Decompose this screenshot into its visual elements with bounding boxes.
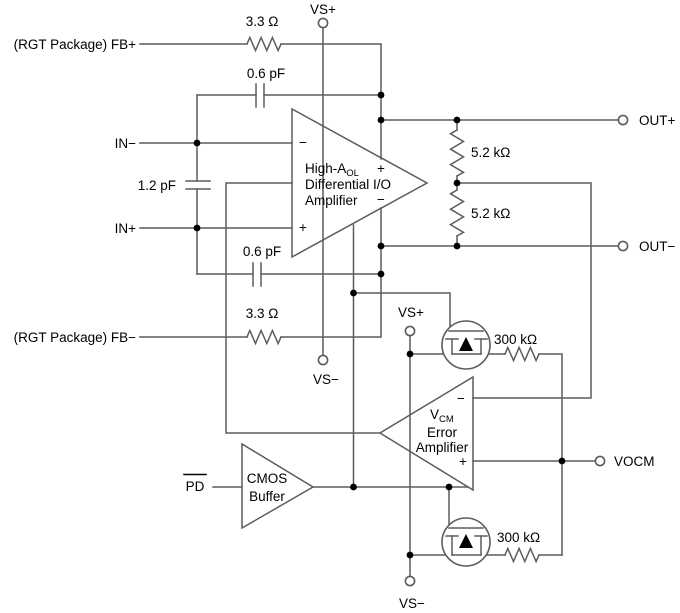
resistor-divider-bottom-value: 5.2 kΩ: [471, 206, 510, 221]
mosfet-bottom-arrow-icon: [459, 534, 473, 548]
vcm-amp-title-line2: Error: [427, 425, 458, 440]
out-plus-label: OUT+: [639, 113, 675, 128]
midpoint-feedback-wire: [456, 182, 592, 399]
resistor-vocm-top: [504, 345, 540, 363]
main-amp-output-minus-sign: −: [377, 192, 385, 207]
cmos-buffer-triangle: [241, 442, 315, 530]
vs-plus-vcm-label: VS+: [398, 305, 424, 320]
vs-minus-main-label: VS−: [313, 372, 339, 387]
vs-minus-bottom-terminal: [404, 575, 416, 587]
cmos-buffer-line1: CMOS: [247, 471, 288, 486]
main-amp-input-plus-sign: +: [299, 220, 307, 235]
vs-plus-top-terminal: [317, 17, 329, 29]
text-labels: (RGT Package) FB+ 3.3 Ω VS+ 0.6 pF IN− 1…: [14, 2, 676, 611]
resistor-fb-plus-value: 3.3 Ω: [246, 14, 279, 29]
in-minus-label: IN−: [115, 136, 137, 151]
out-minus-terminal: [617, 240, 629, 252]
main-amp-title-line2: Differential I/O: [305, 177, 391, 192]
in-plus-label: IN+: [115, 221, 137, 236]
capacitor-fb-plus: [255, 83, 265, 108]
capacitor-fb-minus: [252, 262, 262, 287]
cmos-buffer-line2: Buffer: [249, 489, 285, 504]
fb-plus-label: (RGT Package) FB+: [14, 37, 137, 52]
resistors: [246, 35, 540, 564]
out-minus-label: OUT−: [639, 239, 675, 254]
resistor-fb-minus: [246, 328, 282, 346]
powerdown-net: [212, 224, 469, 529]
vcm-amp-minus-sign: −: [457, 391, 465, 406]
resistor-vocm-top-value: 300 kΩ: [494, 332, 537, 347]
resistor-divider-top: [449, 128, 465, 178]
vocm-label: VOCM: [614, 454, 655, 469]
capacitor-fb-plus-value: 0.6 pF: [247, 66, 285, 81]
fb-minus-label: (RGT Package) FB−: [14, 330, 137, 345]
resistor-divider-bottom: [449, 188, 465, 238]
resistor-vocm-bottom: [504, 546, 540, 564]
mosfet-bottom: [441, 517, 491, 567]
terminals: [317, 17, 629, 587]
mosfet-top-arrow-icon: [459, 337, 473, 351]
main-amp-title-line3: Amplifier: [305, 193, 358, 208]
resistor-vocm-bottom-value: 300 kΩ: [497, 530, 540, 545]
vcm-error-amplifier-triangle: [378, 375, 474, 492]
amplifier-blocks: [241, 107, 474, 530]
resistor-fb-plus: [246, 35, 282, 53]
resistor-fb-minus-value: 3.3 Ω: [246, 306, 279, 321]
vs-plus-vcm-terminal: [404, 325, 416, 337]
out-plus-terminal: [617, 114, 629, 126]
resistor-divider-top-value: 5.2 kΩ: [471, 145, 510, 160]
vcm-amp-title-line1: VCM: [430, 407, 454, 425]
vs-plus-top-label: VS+: [310, 2, 336, 17]
vcm-amp-title-line3: Amplifier: [416, 440, 469, 455]
fb-minus-net: [139, 207, 382, 338]
vs-minus-bottom-label: VS−: [399, 596, 425, 611]
main-amp-output-plus-sign: +: [377, 161, 385, 176]
main-amp-title-line1: High-AOL: [305, 161, 359, 179]
capacitor-input-value: 1.2 pF: [138, 178, 176, 193]
vcm-amp-plus-sign: +: [459, 454, 467, 469]
pd-label: PD: [186, 479, 205, 494]
wires: [139, 27, 620, 578]
main-amp-input-minus-sign: −: [299, 135, 307, 150]
capacitor-fb-minus-value: 0.6 pF: [243, 244, 281, 259]
vcm-output-feedback-wire: [225, 182, 381, 434]
capacitors: [185, 83, 265, 287]
vocm-terminal: [594, 455, 606, 467]
capacitor-input: [185, 180, 211, 190]
junction-dots: [193, 91, 566, 559]
vs-minus-main-terminal: [317, 354, 329, 366]
mosfet-top: [441, 320, 491, 370]
